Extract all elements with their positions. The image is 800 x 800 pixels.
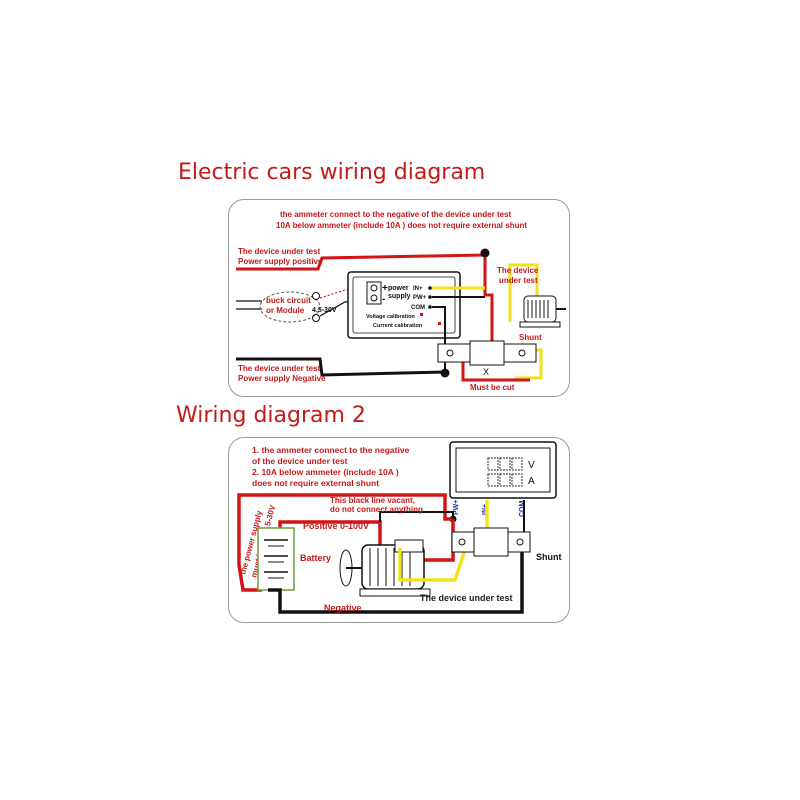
d2-shunt: Shunt [536, 552, 562, 562]
d2-com: COM [519, 501, 526, 518]
d2-note2b: does not require external shunt [252, 478, 379, 488]
diagram2: 1. the ammeter connect to the negative o… [237, 441, 562, 614]
d1-note-line2: 10A below ammeter (include 10A ) does no… [276, 221, 527, 230]
d1-screw-icon [370, 294, 378, 302]
d2-pw-plus: PW+ [453, 500, 460, 515]
d1-cal-pot-icon [438, 322, 441, 325]
d2-negative: Negative [324, 603, 362, 613]
d2-motor-icon [339, 539, 431, 597]
d1-junction-bottom [440, 368, 450, 378]
d1-pin-icon [428, 295, 432, 299]
diagram2-title: Wiring diagram 2 [176, 403, 366, 428]
d1-pin-icon [428, 305, 432, 309]
d2-vacant1: This black line vacant, [330, 496, 415, 505]
d1-pos-label2: Power supply positive [238, 257, 323, 266]
d1-pin-icon [428, 286, 432, 290]
d1-plus: + [382, 283, 388, 294]
d1-neg-label1: The device under test [238, 364, 321, 373]
d2-power-supply-wire [237, 493, 453, 592]
d1-power-terminal-block [366, 281, 382, 305]
d2-negative-wire [268, 552, 524, 614]
d1-pos-label1: The device under test [238, 247, 321, 256]
d2-note1b: of the device under test [252, 456, 348, 466]
d1-ps2: supply [388, 293, 411, 300]
d1-neg-label2: Power supply Negative [238, 374, 326, 383]
d2-positive: Positive 0-100V [303, 521, 369, 531]
d1-pw-plus: PW+ [413, 295, 427, 301]
d1-positive-wire [236, 253, 503, 347]
d2-battery: Battery [300, 553, 331, 563]
d1-shunt-icon [437, 340, 537, 366]
d1-volt-cal: Voltage calibration [366, 314, 415, 320]
d1-buck1: buck circuit [266, 296, 311, 305]
d1-screw-icon [370, 284, 378, 292]
d1-com: COM [411, 305, 425, 311]
d1-note-line1: the ammeter connect to the negative of t… [280, 210, 512, 219]
d1-range: 4.5-30V [312, 307, 337, 314]
d1-cut-mark: X [483, 367, 489, 377]
d2-motor-yellow-wire [398, 548, 467, 582]
d1-meter-bezel [352, 276, 456, 334]
d2-a-unit: A [528, 476, 535, 487]
d1-junction-top [480, 248, 490, 258]
d1-curr-cal: Current calibration [373, 323, 423, 329]
d2-note2a: 2. 10A below ammeter (include 10A ) [252, 467, 399, 477]
d1-in-plus: IN+ [413, 286, 423, 292]
d1-terminal-icon [312, 292, 320, 300]
d1-cal-pot-icon [420, 313, 423, 316]
d2-dut: The device under test [420, 593, 513, 603]
d1-dut2: under test [499, 276, 538, 285]
d1-ps1: power [388, 285, 409, 292]
d2-vacant-wire [379, 511, 454, 522]
diagram1-title: Electric cars wiring diagram [178, 160, 486, 185]
d1-buck2: or Module [266, 306, 305, 315]
d1-terminal-icon [312, 314, 320, 322]
d2-meter [449, 441, 557, 499]
d2-battery-icon [257, 527, 295, 591]
d2-shunt-icon [451, 527, 531, 557]
d1-motor-icon [519, 295, 566, 328]
d1-dut1: The device [497, 266, 539, 275]
d1-cut-label: Must be cut [470, 383, 515, 392]
d1-motor-yellow-wire [508, 263, 539, 322]
diagram1: the ammeter connect to the negative of t… [236, 210, 566, 392]
d2-vacant2: do not connect anything [330, 505, 423, 514]
d2-v-unit: V [528, 460, 535, 471]
d1-shunt: Shunt [519, 333, 542, 342]
d1-minus: - [382, 294, 385, 305]
d1-buck-module [259, 291, 321, 323]
d1-negative-wire [236, 357, 446, 377]
d2-note1a: 1. the ammeter connect to the negative [252, 445, 410, 455]
